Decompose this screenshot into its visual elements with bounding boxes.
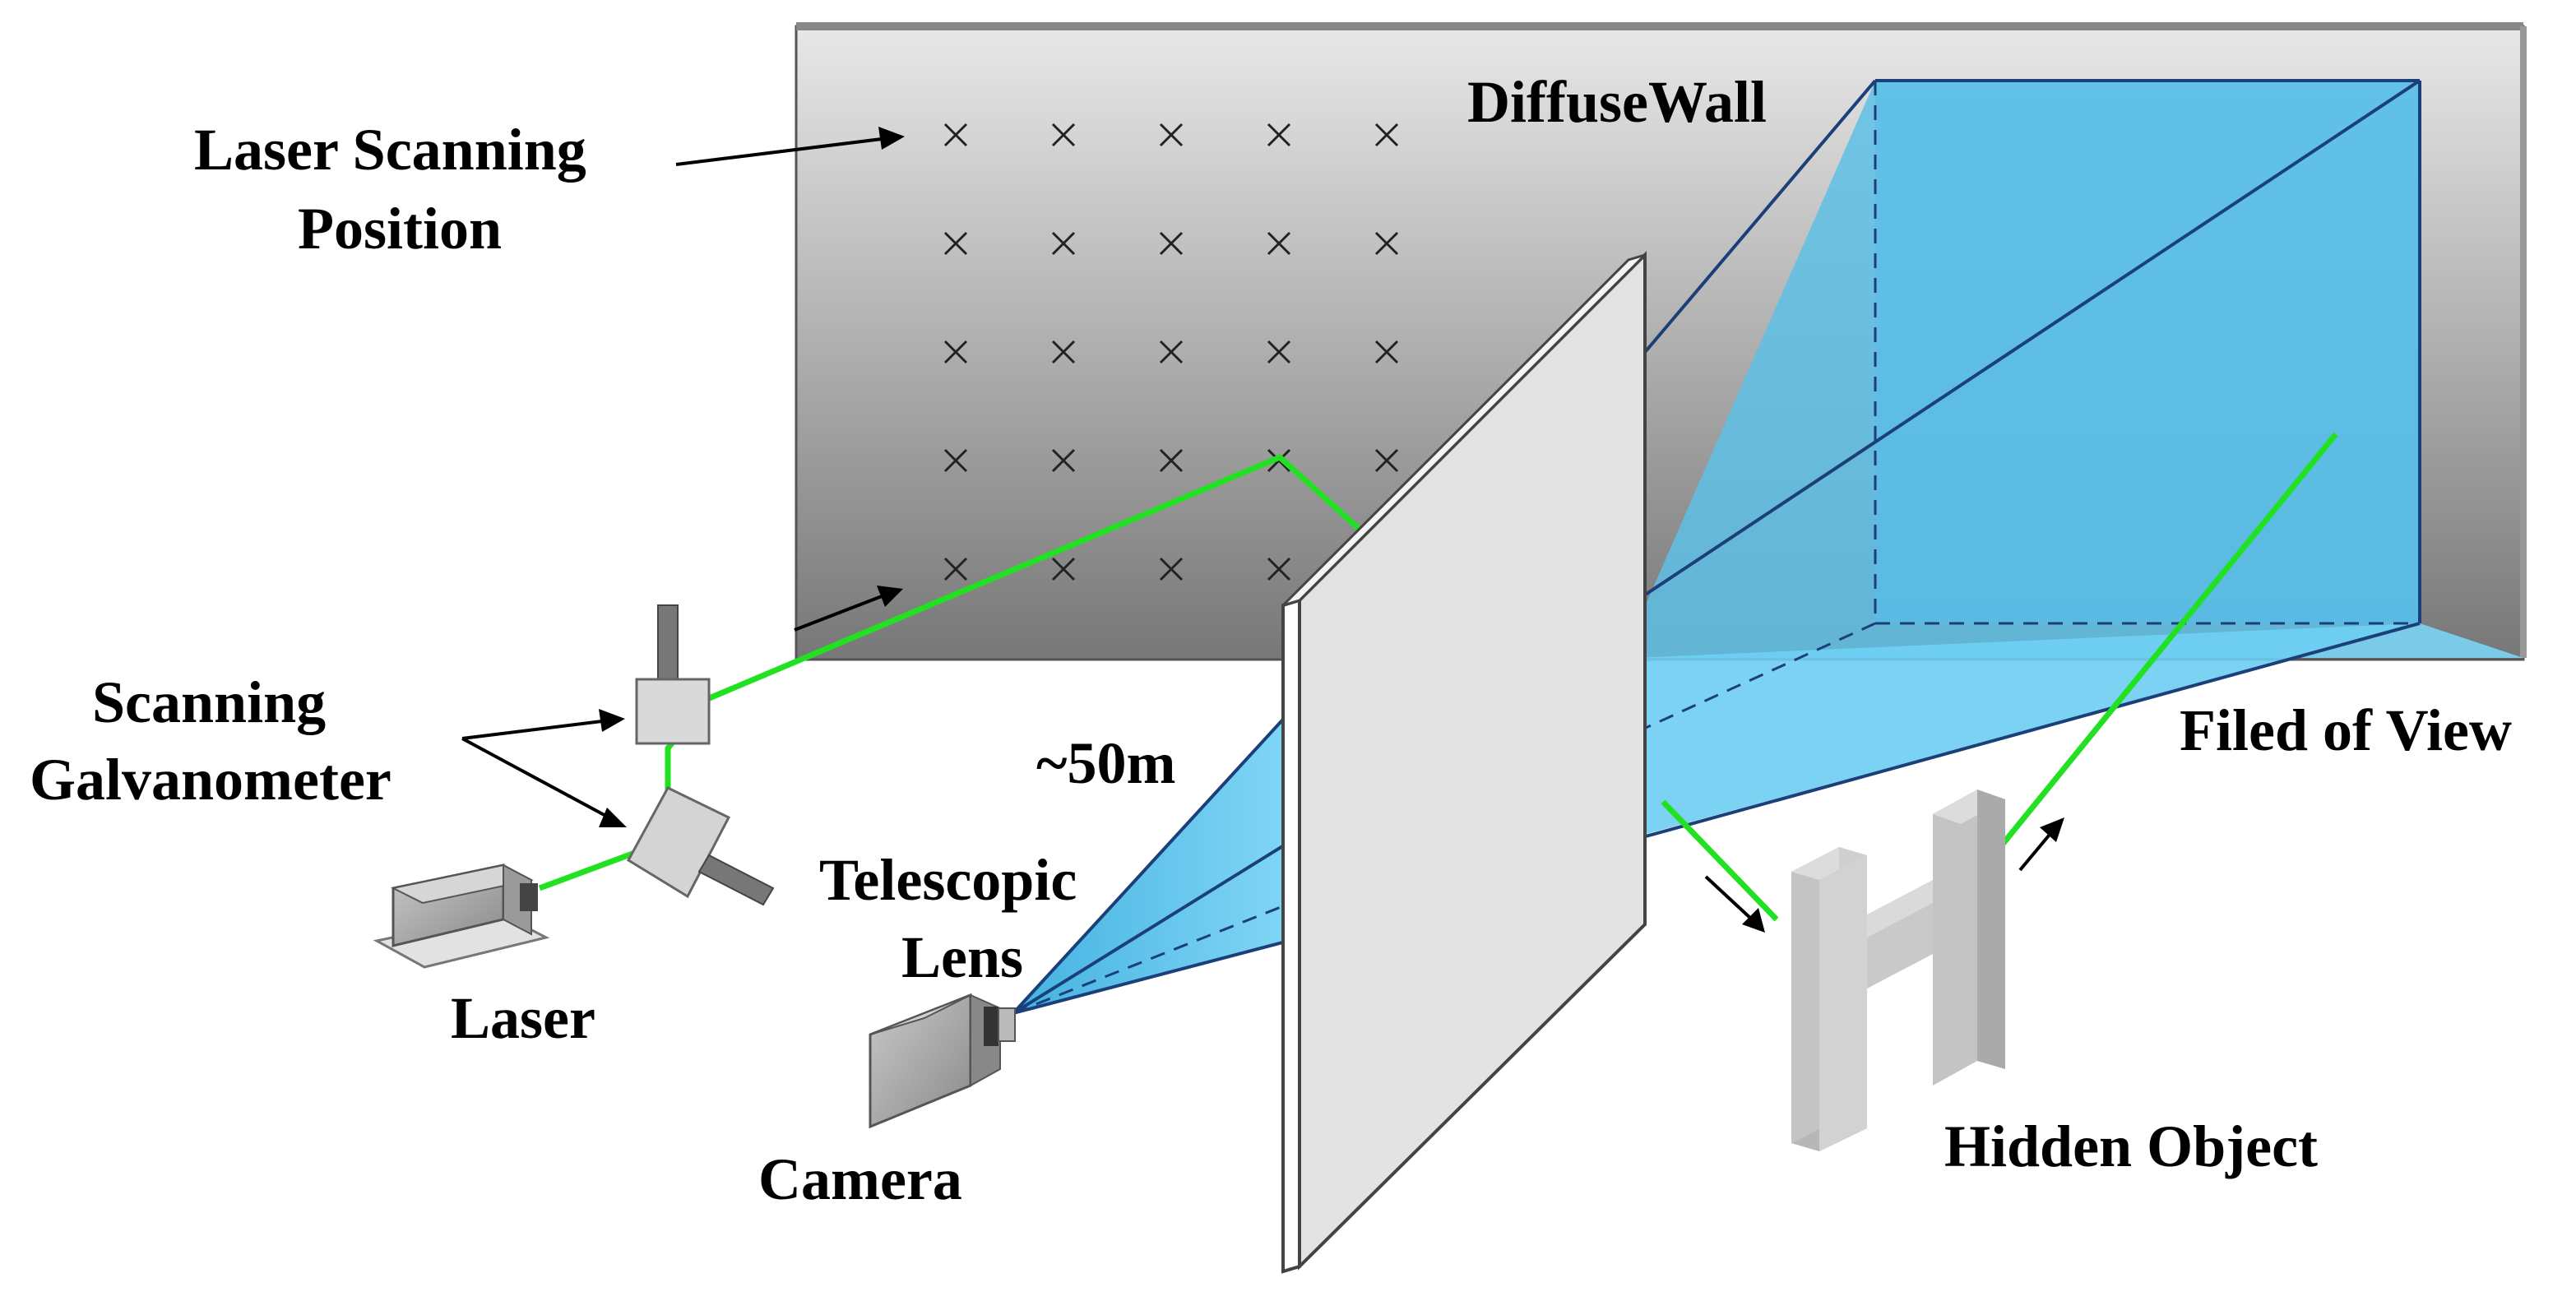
- laser-device: [373, 863, 550, 969]
- scan-position-marker: [1374, 123, 1399, 147]
- scan-position-marker: [1374, 448, 1399, 473]
- scan-position-marker: [1267, 123, 1291, 147]
- annotation-arrows: [461, 127, 2064, 933]
- scan-position-marker: [1159, 557, 1184, 581]
- scan-position-marker: [943, 231, 968, 256]
- label-field-of-view: Filed of View: [2180, 697, 2512, 763]
- scan-position-marker: [1051, 448, 1076, 473]
- scan-position-marker: [1267, 231, 1291, 256]
- scan-position-marker: [1374, 231, 1399, 256]
- scan-position-marker: [943, 340, 968, 364]
- scan-position-marker: [1267, 340, 1291, 364]
- scan-position-marker: [1159, 231, 1184, 256]
- scan-position-marker: [1159, 123, 1184, 147]
- label-diffuse-wall: DiffuseWall: [1467, 69, 1767, 135]
- scan-position-marker: [1051, 123, 1076, 147]
- scan-position-marker: [943, 448, 968, 473]
- label-lens: Lens: [901, 924, 1023, 990]
- scan-position-marker: [943, 123, 968, 147]
- label-camera: Camera: [758, 1146, 962, 1212]
- scan-position-marker: [1159, 448, 1184, 473]
- label-hidden-object: Hidden Object: [1944, 1113, 2318, 1179]
- scan-position-marker: [1051, 231, 1076, 256]
- label-galvanometer: Galvanometer: [30, 747, 391, 813]
- camera-fov-cone: [1012, 691, 1309, 1015]
- scan-position-marker: [1051, 340, 1076, 364]
- field-of-view-volume: [1629, 79, 2523, 840]
- scan-position-marker: [1267, 557, 1291, 581]
- occluding-panel: [1281, 251, 1647, 1274]
- scan-position-marker: [1159, 340, 1184, 364]
- label-distance: ~50m: [1036, 730, 1175, 796]
- label-laser: Laser: [451, 985, 595, 1051]
- scanning-galvanometer: [626, 604, 775, 906]
- label-telescopic: Telescopic: [819, 847, 1077, 913]
- laser-scan-grid: [943, 123, 1399, 581]
- label-laser-scanning: Laser Scanning: [194, 117, 586, 183]
- label-position: Position: [298, 196, 502, 262]
- label-scanning: Scanning: [92, 669, 326, 735]
- hidden-object-h: [1791, 789, 2005, 1151]
- scan-position-marker: [1051, 557, 1076, 581]
- scan-position-marker: [1374, 340, 1399, 364]
- camera-device: [869, 993, 1016, 1129]
- scan-position-marker: [943, 557, 968, 581]
